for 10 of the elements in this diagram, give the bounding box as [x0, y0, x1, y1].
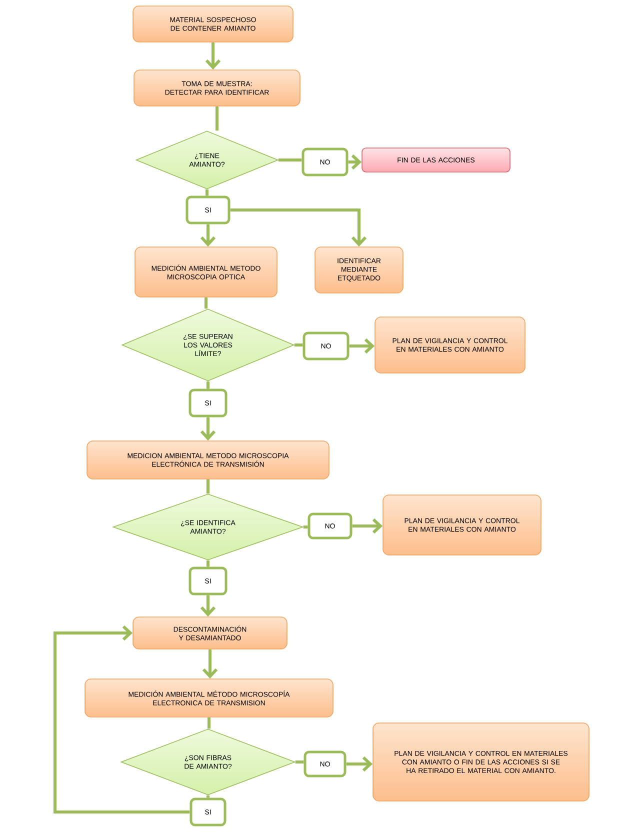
arrow [200, 224, 216, 247]
arrow [346, 756, 373, 772]
arrow [200, 417, 216, 441]
arrow [230, 208, 367, 247]
arrow [205, 42, 221, 70]
arrow [202, 649, 218, 679]
arrow [200, 595, 216, 617]
arrow [349, 338, 375, 354]
arrow [352, 518, 383, 534]
arrow [54, 625, 190, 814]
